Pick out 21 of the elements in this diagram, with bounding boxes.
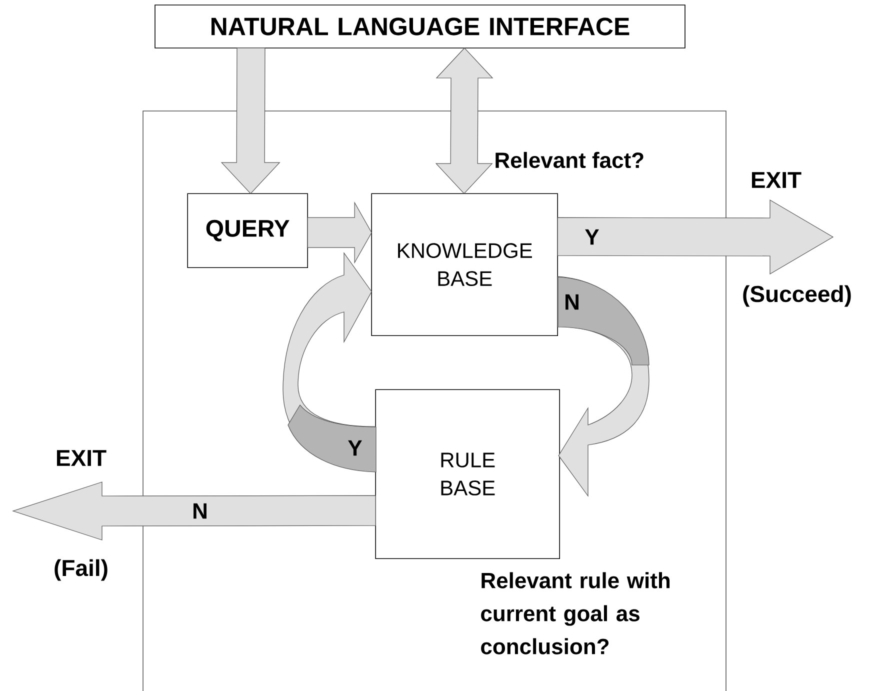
question-note: Relevant rule with current goal as conclusion?	[481, 572, 670, 654]
frame-box	[142, 110, 726, 691]
rule-base-box: RULE BASE	[375, 389, 560, 559]
edge-label: N	[191, 502, 209, 520]
exit-label: EXIT	[752, 172, 802, 188]
curved-arrow	[557, 276, 650, 496]
outcome-label: (Fail)	[54, 559, 108, 581]
edge-label: Y	[584, 228, 600, 246]
block-arrow	[557, 199, 834, 275]
knowledge-base-box: KNOWLEDGE BASE	[371, 193, 558, 336]
interface-box: NATURAL LANGUAGE INTERFACE	[154, 4, 686, 48]
edge-label: N	[563, 293, 581, 311]
edge-label: Y	[346, 439, 364, 457]
edge-label: Relevant fact?	[493, 150, 646, 170]
curved-arrow	[282, 252, 376, 472]
outcome-label: (Succeed)	[743, 285, 851, 307]
block-arrow	[12, 482, 376, 540]
block-arrow	[307, 201, 372, 264]
query-box: QUERY	[187, 193, 308, 268]
exit-label: EXIT	[56, 450, 106, 466]
block-arrow	[220, 48, 280, 194]
